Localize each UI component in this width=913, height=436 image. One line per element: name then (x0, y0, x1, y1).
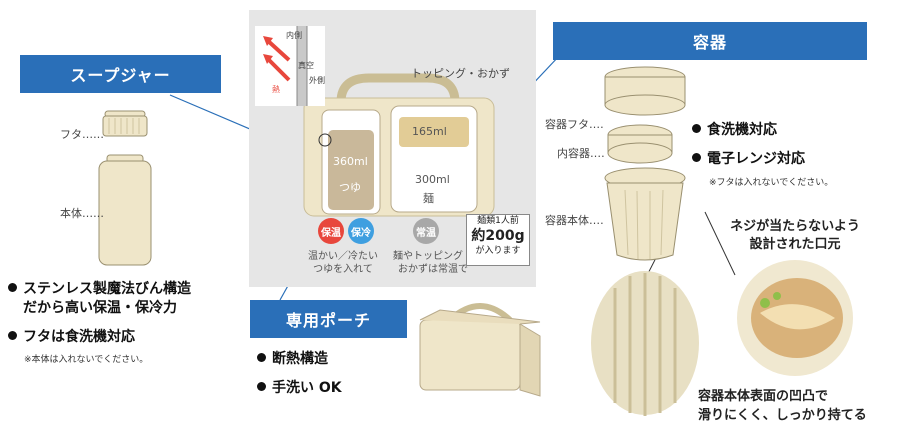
inside-label: 内側 (286, 31, 302, 40)
noodle-bowl-photo (737, 260, 853, 376)
container-point-2: 電子レンジ対応 (692, 150, 805, 169)
soupjar-point-3: フタは食洗機対応 (8, 328, 135, 347)
container-lid-label: 容器フタ‥‥ (545, 118, 604, 131)
container-illustration (604, 66, 686, 261)
badge-normal: 常温 (413, 218, 439, 244)
pouch-point-1: 断熱構造 (257, 350, 328, 369)
pouch-illustration (419, 303, 541, 397)
soupjar-note: ※本体は入れないでください。 (24, 355, 149, 365)
container-banner: 容器 (553, 22, 867, 60)
soupjar-point-2: だから高い保温・保冷力 (23, 300, 177, 316)
noodle-note-box: 麺類1人前 約200g が入ります (466, 214, 530, 266)
soupjar-title: スープジャー (70, 66, 171, 85)
vacuum-label: 真空 (298, 61, 314, 70)
noodle-note-line3: が入ります (475, 246, 521, 256)
badge-cold: 保冷 (348, 218, 374, 244)
soupjar-lid-label: フタ‥‥‥ (60, 128, 105, 141)
surface-caption: 容器本体表面の凹凸で滑りにくく、しっかり持てる (698, 389, 867, 423)
soupjar-banner: スープジャー (20, 55, 221, 93)
pouch-banner: 専用ポーチ (250, 300, 407, 338)
soupjar-point-1: ステンレス製魔法びん構造 (8, 280, 191, 299)
bag-diagram (255, 26, 495, 217)
outside-label: 外側 (309, 76, 325, 85)
container-inner-label: 内容器‥‥ (557, 147, 605, 160)
pouch-point-2: 手洗い OK (257, 379, 342, 398)
jar-capacity: 360ml (333, 155, 368, 168)
container-point-1: 食洗機対応 (692, 121, 777, 140)
noodle-content: 麺 (423, 192, 434, 205)
soupjar-body-label: 本体‥‥‥ (60, 207, 105, 220)
soupjar-illustration (98, 110, 152, 266)
noodle-note-line2: 約200g (471, 228, 525, 244)
topping-capacity: 165ml (412, 125, 447, 138)
noodle-capacity: 300ml (415, 173, 450, 186)
noodle-note-line1: 麺類1人前 (477, 216, 519, 226)
jar-content: つゆ (339, 181, 361, 194)
topping-label: トッピング・おかず (411, 67, 510, 80)
caption-right: 麺やトッピング・おかずは常温で (393, 251, 473, 275)
surface-photo (591, 271, 699, 416)
container-body-label: 容器本体‥‥ (545, 214, 604, 227)
mouth-caption: ネジが当たらないよう設計された口元 (730, 219, 860, 252)
caption-left: 温かい／冷たいつゆを入れて (308, 251, 378, 275)
badge-warm: 保温 (318, 218, 344, 244)
container-note: ※フタは入れないでください。 (709, 178, 834, 188)
heat-label: 熱 (272, 85, 280, 94)
